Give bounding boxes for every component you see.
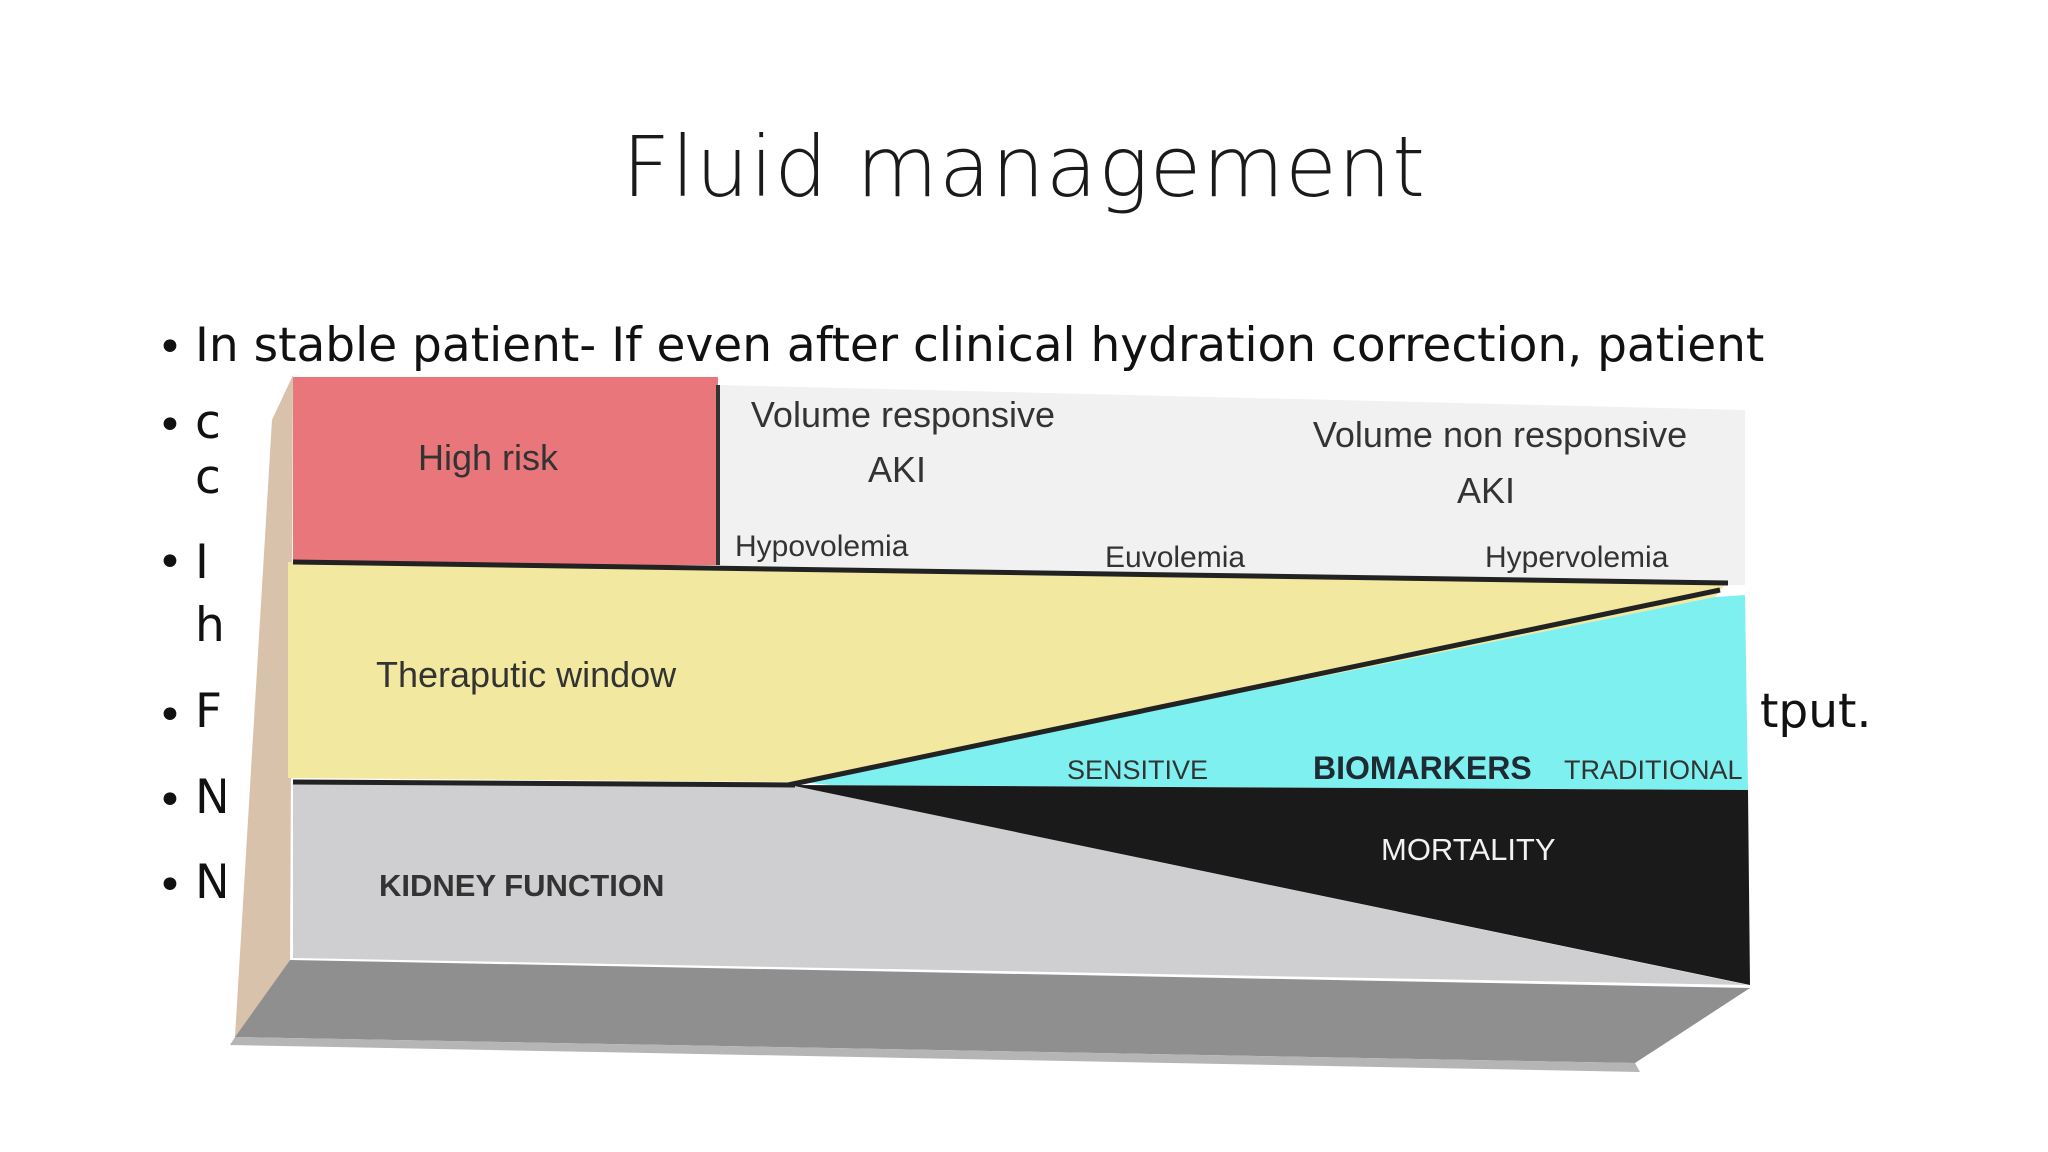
diagram-bottom-face <box>235 960 1750 1063</box>
bullet-fragment: c <box>195 450 221 505</box>
hypovolemia-label: Hypovolemia <box>735 530 909 563</box>
euvolemia-label: Euvolemia <box>1105 541 1245 574</box>
volume-responsive-aki-label: AKI <box>868 449 926 490</box>
volume-divider-line <box>292 559 1729 586</box>
volume-band <box>718 385 1745 585</box>
volume-non-responsive-label: Volume non responsive <box>1313 414 1687 455</box>
bullet-dot: • <box>157 400 183 451</box>
biomarkers-sensitive-label: SENSITIVE <box>1067 755 1208 785</box>
therapeutic-window-label: Theraputic window <box>376 654 677 695</box>
bullet-dot: • <box>157 322 183 373</box>
kidney-divider-line <box>292 779 796 788</box>
bullet-fragment: N <box>195 855 231 910</box>
kidney-function-zone <box>293 782 1748 985</box>
high-risk-label: High risk <box>418 437 559 478</box>
bullet-dot: • <box>157 690 183 741</box>
mortality-label: MORTALITY <box>1381 832 1556 867</box>
bullet-text-tail: tput. <box>1760 684 1872 739</box>
bullet-dot: • <box>157 860 183 911</box>
bullet-fragment: I <box>195 535 209 590</box>
therapeutic-window-zone <box>288 562 1725 782</box>
volume-responsive-label: Volume responsive <box>751 394 1055 435</box>
hypervolemia-label: Hypervolemia <box>1485 541 1669 574</box>
high-risk-zone <box>293 377 718 565</box>
bullet-fragment: h <box>195 598 225 653</box>
bullet-dot: • <box>157 537 183 588</box>
bullet-fragment: F <box>195 684 223 739</box>
biomarkers-zone <box>800 595 1748 790</box>
kidney-function-label: KIDNEY FUNCTION <box>379 868 664 903</box>
diagram-side-face <box>235 375 293 1037</box>
biomarker-divider-line <box>787 587 1721 788</box>
bullet-fragment: c <box>195 395 221 450</box>
biomarkers-traditional-label: TRADITIONAL <box>1564 755 1743 785</box>
mortality-zone <box>790 785 1750 985</box>
bullet-fragment: N <box>195 770 231 825</box>
volume-non-responsive-aki-label: AKI <box>1457 470 1515 511</box>
slide-title: Fluid management <box>621 118 1427 216</box>
bullet-dot: • <box>157 775 183 826</box>
biomarkers-label: BIOMARKERS <box>1313 750 1532 786</box>
bullet-text-1: In stable patient- If even after clinica… <box>195 318 1765 373</box>
